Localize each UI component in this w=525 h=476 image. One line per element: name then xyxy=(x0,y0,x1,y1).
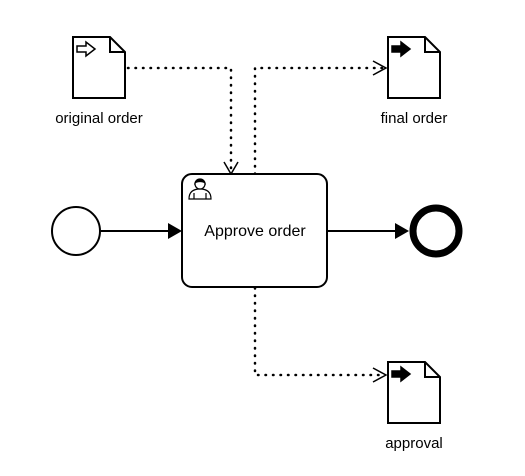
association-arrowhead-approval xyxy=(372,367,388,383)
start-event[interactable] xyxy=(51,206,101,256)
data-output-arrow-icon xyxy=(391,365,412,383)
task-label: Approve order xyxy=(204,223,306,240)
original-order-label: original order xyxy=(55,110,143,127)
user-icon xyxy=(188,178,212,200)
data-object-final-order[interactable]: final order xyxy=(381,36,448,127)
data-object-approval[interactable]: approval xyxy=(385,361,443,452)
final-order-label: final order xyxy=(381,110,448,127)
association-original-order-to-task[interactable] xyxy=(126,66,233,174)
sequence-flow-start-to-task[interactable] xyxy=(101,223,182,239)
association-arrowhead-final-order xyxy=(372,60,388,76)
task-approve-order[interactable]: Approve order xyxy=(181,173,328,288)
data-output-arrow-icon xyxy=(391,40,412,58)
approval-label: approval xyxy=(385,435,443,452)
association-task-to-approval[interactable] xyxy=(253,286,385,377)
association-task-to-final-order[interactable] xyxy=(253,66,385,176)
data-input-arrow-icon xyxy=(76,40,97,58)
end-event[interactable] xyxy=(409,204,463,258)
sequence-flow-task-to-end[interactable] xyxy=(327,223,409,239)
data-object-original-order[interactable]: original order xyxy=(55,36,143,127)
